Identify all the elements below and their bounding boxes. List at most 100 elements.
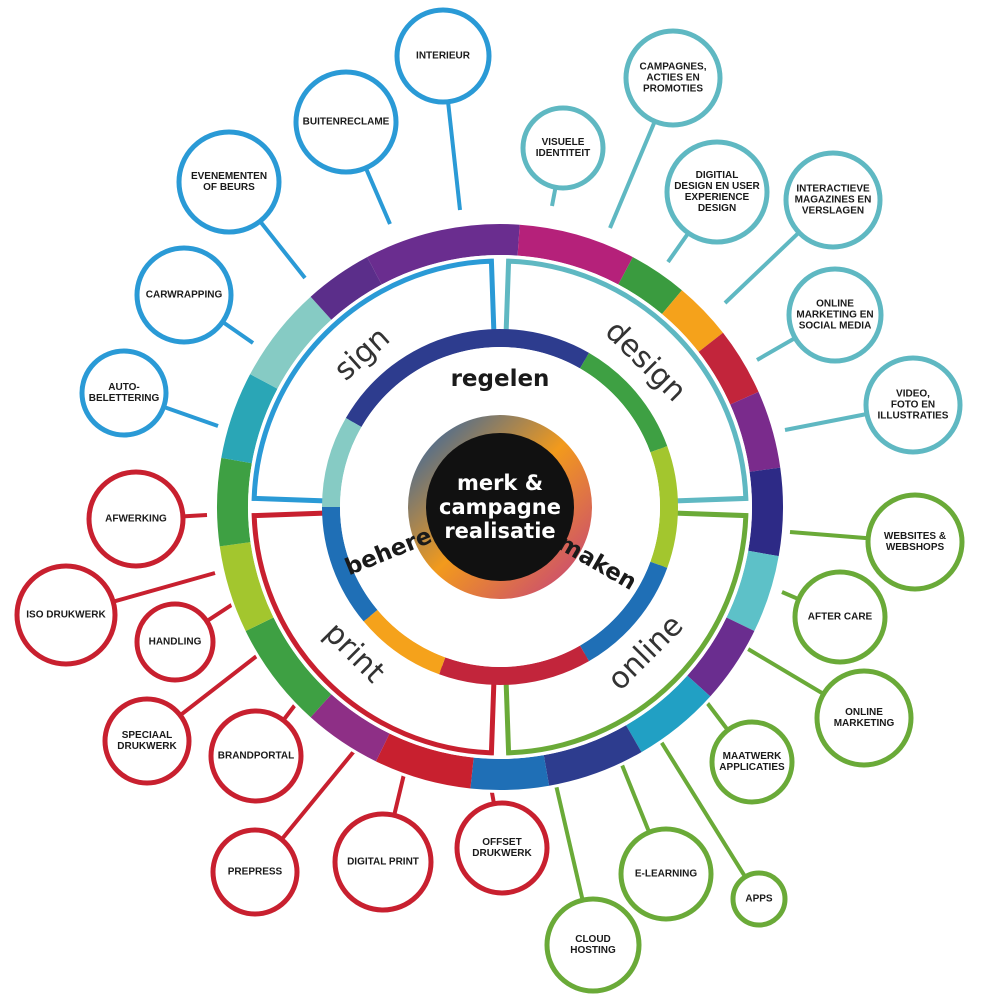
connector-buitenreclame	[363, 167, 392, 225]
node-label: HOSTING	[570, 945, 616, 956]
connector-video	[784, 412, 868, 432]
node-label: VERSLAGEN	[802, 206, 864, 217]
node-label: OFFSET	[482, 837, 521, 848]
node-label: ONLINE	[816, 299, 854, 310]
node-circle	[454, 800, 550, 896]
connector-cloudhosting	[554, 784, 585, 901]
node-circle	[520, 105, 606, 191]
node-label: E-LEARNING	[635, 869, 697, 880]
node-iso: ISO DRUKWERK	[14, 563, 118, 667]
node-label: IDENTITEIT	[536, 148, 590, 159]
node-label: CARWRAPPING	[146, 290, 223, 301]
node-label: DIGITIAL	[696, 170, 739, 181]
node-circle	[208, 708, 304, 804]
node-label: DRUKWERK	[117, 741, 177, 752]
center-circle	[426, 433, 574, 581]
node-prepress: PREPRESS	[210, 827, 300, 917]
node-label: BUITENRECLAME	[303, 117, 390, 128]
node-label: WEBSITES &	[884, 531, 946, 542]
node-apps: APPS	[730, 870, 788, 928]
node-label: ISO DRUKWERK	[26, 610, 106, 621]
outer-ring-segment	[470, 755, 550, 790]
node-websites: WEBSITES &WEBSHOPS	[865, 492, 965, 592]
connector-digitalprint	[392, 769, 407, 816]
node-label: AFWERKING	[105, 514, 167, 525]
connector-carwrapping	[221, 320, 255, 345]
node-digitalprint: DIGITAL PRINT	[332, 811, 434, 913]
node-label: AUTO-	[108, 382, 139, 393]
outer-ring-segment	[626, 675, 711, 753]
outer-ring-segment	[219, 542, 274, 632]
connector-speciaal	[178, 653, 260, 717]
node-label: FOTO EN	[891, 400, 935, 411]
connector-iso	[112, 571, 216, 604]
outer-ring-segment	[221, 374, 278, 464]
connector-onlinemarketing	[746, 647, 825, 696]
node-circle	[623, 28, 723, 128]
node-label: WEBSHOPS	[886, 542, 945, 553]
node-label: MARKETING	[834, 718, 895, 729]
connector-lines	[112, 101, 869, 901]
connector-websites	[789, 530, 869, 541]
node-label: EXPERIENCE	[685, 192, 750, 203]
node-circle	[134, 601, 216, 683]
connector-prepress	[280, 748, 357, 841]
node-label: MAGAZINES EN	[795, 195, 872, 206]
connector-elearning	[618, 759, 652, 834]
node-circle	[863, 355, 963, 455]
node-circle	[730, 870, 788, 928]
outer-ring-segment	[517, 224, 633, 285]
node-label: SOCIAL MEDIA	[799, 321, 872, 332]
connector-interieur	[446, 101, 462, 211]
outer-ring-segment	[310, 694, 390, 762]
node-label: VIDEO,	[896, 389, 930, 400]
node-circle	[134, 245, 234, 345]
node-elearning: E-LEARNING	[618, 826, 714, 922]
node-label: ILLUSTRATIES	[878, 411, 949, 422]
node-circle	[102, 696, 192, 786]
connector-apps	[658, 738, 747, 878]
connector-handling	[205, 602, 235, 623]
inner-ring-segment	[580, 352, 668, 453]
node-circle	[176, 129, 282, 235]
node-label: CLOUD	[575, 934, 611, 945]
node-circle	[709, 719, 795, 805]
outer-ring-segment	[250, 296, 332, 389]
node-label: VISUELE	[542, 137, 585, 148]
outer-ring-segment	[245, 617, 332, 718]
connector-evenementen	[258, 219, 307, 280]
node-label: DRUKWERK	[472, 848, 532, 859]
outer-ring-segment	[618, 257, 682, 314]
node-handling: HANDLING	[134, 601, 216, 683]
node-label: AFTER CARE	[808, 612, 873, 623]
center-label-line: campagne	[439, 495, 561, 519]
inner-ring-segment	[580, 561, 668, 662]
node-circle	[865, 492, 965, 592]
node-circle	[792, 569, 888, 665]
inner-ring-segment	[322, 418, 362, 507]
inner-ring-segment	[345, 328, 589, 427]
node-aftercare: AFTER CARE	[792, 569, 888, 665]
node-circle	[664, 139, 770, 245]
node-autobelettering: AUTO-BELETTERING	[79, 348, 169, 438]
node-afwerking: AFWERKING	[86, 469, 186, 569]
inner-ring-segment	[439, 645, 589, 685]
node-label: APPLICATIES	[719, 762, 785, 773]
node-label: APPS	[745, 894, 773, 905]
node-label: DESIGN	[698, 203, 736, 214]
node-label: PROMOTIES	[643, 84, 703, 95]
node-circle	[79, 348, 169, 438]
node-label: ONLINE	[845, 707, 883, 718]
connector-autobelettering	[162, 405, 219, 428]
